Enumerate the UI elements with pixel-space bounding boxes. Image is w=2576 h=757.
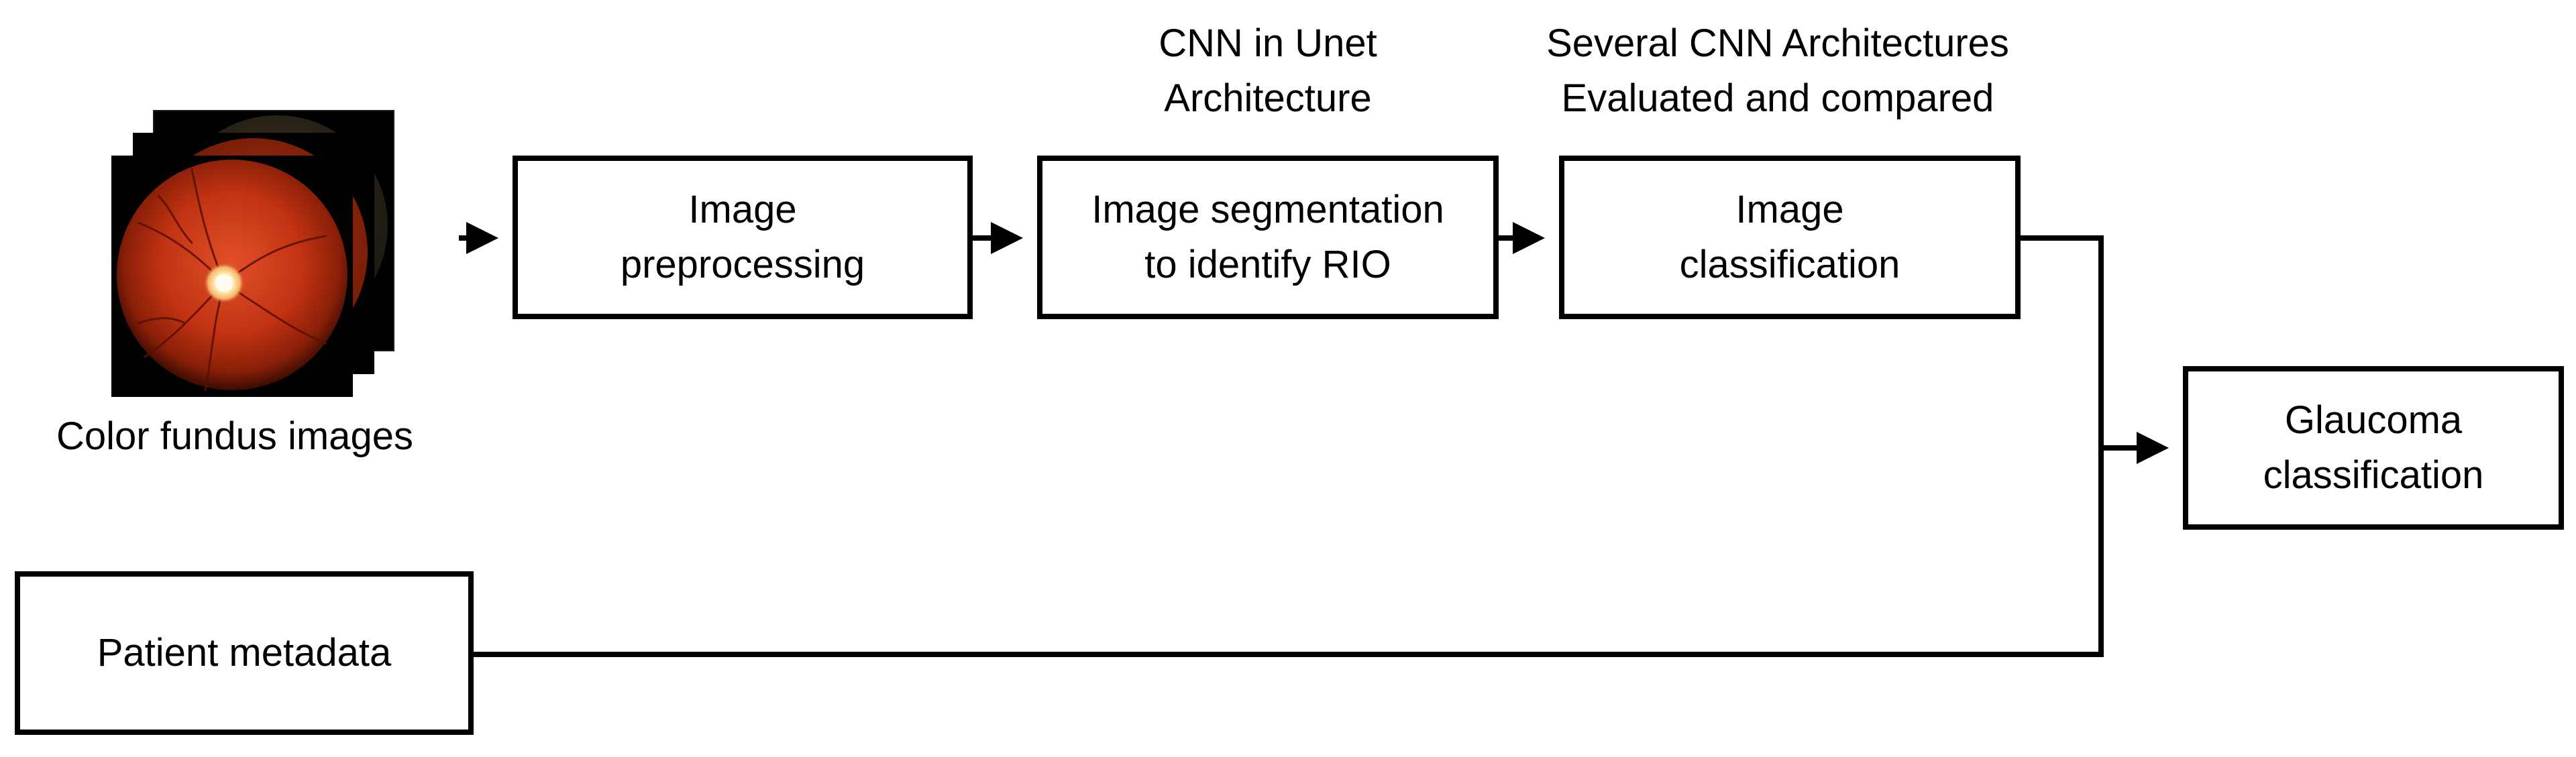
segmentation-annotation-line-1: CNN in Unet: [1159, 21, 1377, 65]
segmentation-box: Image segmentation to identify RIO: [1037, 156, 1499, 319]
patient-metadata-label: Patient metadata: [97, 630, 392, 675]
segmentation-line-1: Image segmentation: [1091, 187, 1444, 231]
input-caption: Color fundus images: [56, 414, 413, 458]
classification-line-2: classification: [1679, 243, 1900, 286]
classification-box: Image classification: [1559, 156, 2021, 319]
optic-cup: [215, 274, 233, 292]
glaucoma-output-box: Glaucoma classification: [2183, 366, 2564, 530]
preprocessing-box: Image preprocessing: [513, 156, 973, 319]
classification-line-1: Image: [1735, 187, 1844, 231]
fundus-image-stack: [111, 110, 407, 398]
output-line-1: Glaucoma: [2284, 398, 2463, 442]
preprocessing-line-2: preprocessing: [620, 243, 865, 286]
classification-annotation-line-2: Evaluated and compared: [1561, 76, 1994, 121]
segmentation-annotation: CNN in Unet Architecture: [1036, 16, 1499, 127]
classification-annotation-line-1: Several CNN Architectures: [1546, 21, 2009, 65]
classification-annotation: Several CNN Architectures Evaluated and …: [1489, 16, 2066, 127]
output-line-2: classification: [2263, 453, 2484, 497]
patient-metadata-box: Patient metadata: [15, 571, 474, 735]
segmentation-annotation-line-2: Architecture: [1164, 76, 1372, 121]
line-classification-to-junction: [2021, 235, 2104, 654]
fundus-image-front: [111, 156, 353, 397]
preprocessing-line-1: Image: [688, 187, 797, 231]
segmentation-line-2: to identify RIO: [1144, 243, 1391, 286]
retina-photo: [111, 156, 353, 397]
